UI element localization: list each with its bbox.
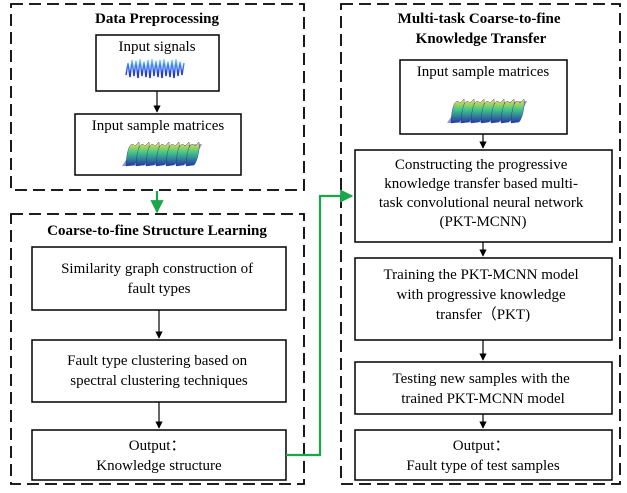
panel-data-preprocessing <box>10 3 305 191</box>
box-output-fault-type <box>354 429 613 481</box>
panel-coarse-to-fine <box>10 213 305 485</box>
box-output-knowledge-structure-label: Output： Knowledge structure <box>96 438 222 474</box>
box-fault-clustering <box>31 339 287 403</box>
signal-waveform-icon <box>125 58 186 79</box>
box-testing-new-samples <box>354 361 613 415</box>
panel-multi-task <box>340 3 621 485</box>
box-input-signals-label: Input signals <box>118 39 195 55</box>
box-training-pkt-mcnn <box>354 257 613 341</box>
box-input-matrices-left-label: Input sample matrices <box>92 118 225 134</box>
box-constructing-pkt-mcnn-label: Constructing the progressive knowledge t… <box>379 157 587 230</box>
box-fault-clustering-label: Fault type clustering based on spectral … <box>67 353 251 389</box>
panel-title-coarse-to-fine: Coarse-to-fine Structure Learning <box>47 223 267 239</box>
box-similarity-graph <box>31 246 287 311</box>
box-constructing-pkt-mcnn <box>354 149 613 243</box>
panel-title-multi-task: Multi-task Coarse-to-fine Knowledge Tran… <box>398 11 565 47</box>
panel-title-data-preprocessing: Data Preprocessing <box>95 11 220 27</box>
box-output-knowledge-structure <box>31 429 287 481</box>
matrix-surface-icon-right <box>447 98 527 124</box>
box-training-pkt-mcnn-label: Training the PKT-MCNN model with progres… <box>384 267 583 323</box>
green-connector-elbow <box>286 189 354 457</box>
box-input-matrices-right-label: Input sample matrices <box>417 64 550 80</box>
box-testing-new-samples-label: Testing new samples with the trained PKT… <box>392 371 573 407</box>
box-output-fault-type-label: Output： Fault type of test samples <box>406 438 559 474</box>
matrix-surface-icon <box>122 141 202 167</box>
box-similarity-graph-label: Similarity graph construction of fault t… <box>61 261 257 297</box>
